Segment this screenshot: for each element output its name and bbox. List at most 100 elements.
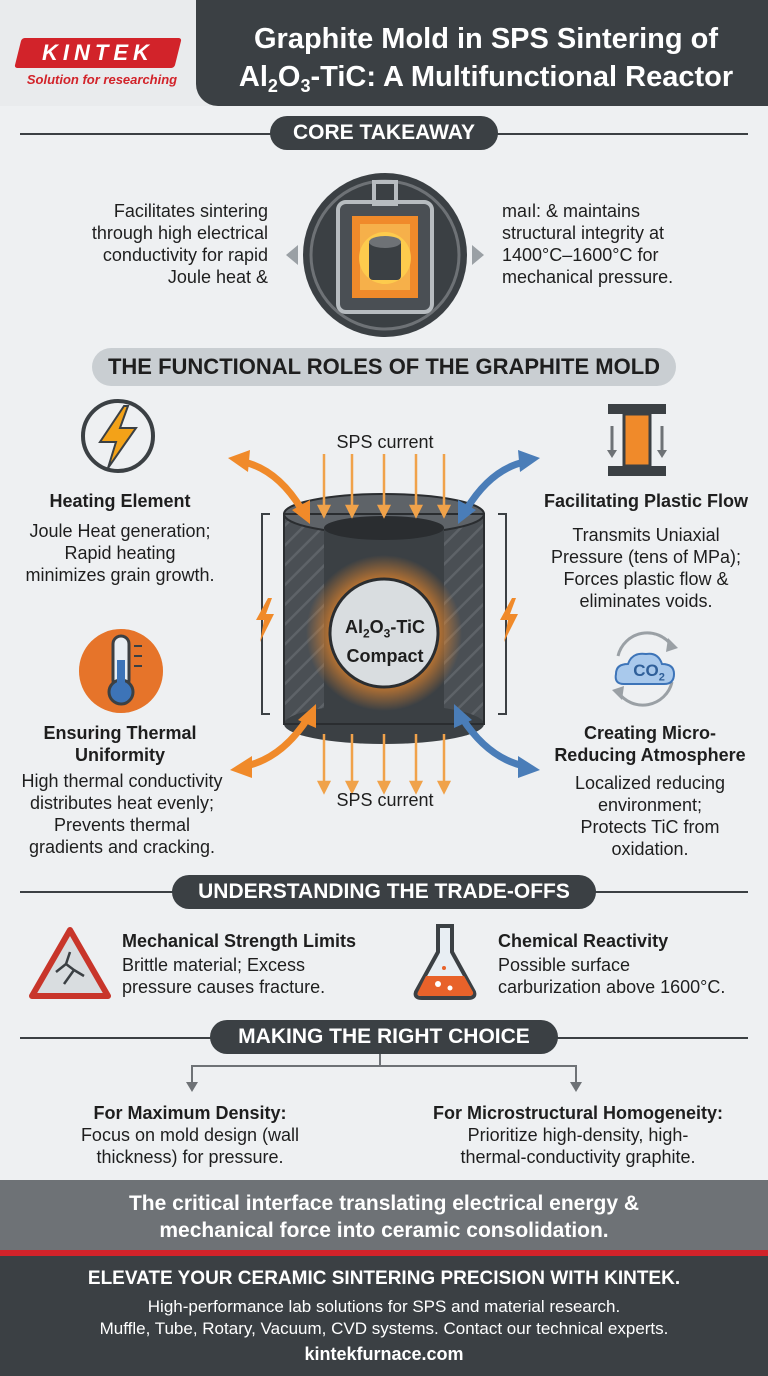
thermal-title-line: Ensuring Thermal	[43, 723, 197, 743]
core-right-line: maıl: & maintains	[502, 201, 641, 221]
thermal-line: distributes heat evenly;	[29, 793, 215, 813]
core-left-line: Facilitates sintering	[113, 201, 268, 221]
plastic-line: Forces plastic flow &	[563, 569, 729, 589]
micro-line: Protects TiC from	[580, 817, 720, 837]
core-mold-diagram	[286, 173, 484, 337]
micro-line: Localized reducing	[574, 773, 726, 793]
plastic-line: Pressure (tens of MPa);	[550, 547, 742, 567]
core-right-line: mechanical pressure.	[502, 267, 674, 287]
compact-tic: -TiC	[390, 617, 426, 637]
core-left-line: through high electrical	[91, 223, 268, 243]
plastic-line: Transmits Uniaxial	[572, 525, 720, 545]
title-o: O	[277, 61, 301, 93]
mech-line: pressure causes fracture.	[122, 977, 326, 997]
arrow-bottom-left-icon	[230, 704, 316, 778]
thermal-text: High thermal conductivity distributes he…	[10, 770, 234, 858]
plastic-title: Facilitating Plastic Flow	[543, 491, 749, 511]
micro-title-line: Reducing Atmosphere	[554, 745, 746, 765]
chem-line: carburization above 1600°C.	[498, 977, 726, 997]
compact-label: Al2O3-TiC Compact	[330, 616, 440, 667]
compact-formula: Al2O3-TiC	[330, 616, 440, 645]
heating-line: minimizes grain growth.	[25, 565, 215, 585]
compact-o: O	[369, 617, 384, 637]
arrow-top-left-icon	[228, 450, 310, 524]
title-al: Al	[238, 61, 268, 93]
homogeneity-title: For Microstructural Homogeneity:	[432, 1103, 724, 1123]
core-left-line: conductivity for rapid	[102, 245, 268, 265]
sps-current-bottom: SPS current	[336, 790, 434, 810]
thermal-line: High thermal conductivity	[21, 771, 223, 791]
logo-tagline: Solution for researching	[26, 72, 178, 87]
homogeneity-line: thermal-conductivity graphite.	[460, 1147, 696, 1167]
homogeneity-line: Prioritize high-density, high-	[467, 1125, 689, 1145]
compact-sub-3: 3	[383, 626, 391, 641]
micro-title-line: Creating Micro-	[583, 723, 716, 743]
thermal-title-line: Uniformity	[75, 745, 165, 765]
density-title: For Maximum Density:	[93, 1103, 287, 1123]
thermal-line: gradients and cracking.	[28, 837, 216, 857]
co2-label: CO2	[629, 661, 669, 683]
compact-word: Compact	[346, 645, 424, 666]
plastic-line: eliminates voids.	[579, 591, 713, 611]
footer-line: Muffle, Tube, Rotary, Vacuum, CVD system…	[99, 1319, 669, 1338]
heating-title: Heating Element	[49, 491, 191, 511]
compact-al: Al	[344, 617, 363, 637]
summary-text: The critical interface translating elect…	[0, 1190, 768, 1244]
core-right-text: maıl: & maintains structural integrity a…	[502, 200, 752, 288]
chem-text: Possible surface carburization above 160…	[498, 954, 758, 998]
micro-line: oxidation.	[611, 839, 689, 859]
footer	[0, 1256, 768, 1376]
thermal-line: Prevents thermal	[53, 815, 191, 835]
heating-line: Joule Heat generation;	[29, 521, 211, 541]
section-tradeoffs: UNDERSTANDING THE TRADE-OFFS	[172, 875, 596, 909]
footer-url-link[interactable]: kintekfurnace.com	[304, 1344, 464, 1364]
summary-line: mechanical force into ceramic consolidat…	[159, 1219, 609, 1242]
co2-cloud-icon	[612, 631, 678, 707]
section-core-takeaway: CORE TAKEAWAY	[270, 116, 498, 150]
logo-text: KINTEK	[42, 40, 154, 65]
summary-band	[0, 1180, 768, 1252]
section-right-choice: MAKING THE RIGHT CHOICE	[210, 1020, 558, 1054]
footer-lines: High-performance lab solutions for SPS a…	[0, 1296, 768, 1340]
mech-text: Brittle material; Excess pressure causes…	[122, 954, 392, 998]
small-lightning-icon	[256, 598, 274, 642]
micro-line: environment;	[597, 795, 703, 815]
graphite-mold-diagram	[261, 454, 507, 795]
arrow-bottom-right-icon	[454, 704, 540, 778]
footer-cta: ELEVATE YOUR CERAMIC SINTERING PRECISION…	[87, 1268, 681, 1289]
sps-current-top: SPS current	[336, 432, 434, 452]
title-panel	[196, 0, 768, 106]
co2-text: CO	[633, 661, 659, 680]
red-divider	[0, 1250, 768, 1256]
arrow-top-right-icon	[458, 450, 540, 524]
chem-title: Chemical Reactivity	[498, 931, 669, 951]
page-title: Graphite Mold in SPS Sintering of Al2O3-…	[212, 20, 760, 99]
chem-line: Possible surface	[498, 955, 631, 975]
core-right-line: 1400°C–1600°C for	[502, 245, 659, 265]
heating-text: Joule Heat generation; Rapid heating min…	[14, 520, 226, 586]
micro-title: Creating Micro- Reducing Atmosphere	[540, 722, 760, 766]
core-left-text: Facilitates sintering through high elect…	[20, 200, 268, 288]
title-rest: -TiC: A Multifunctional Reactor	[310, 61, 734, 93]
section-functional-roles: THE FUNCTIONAL ROLES OF THE GRAPHITE MOL…	[92, 348, 676, 386]
plastic-text: Transmits Uniaxial Pressure (tens of MPa…	[540, 524, 752, 612]
micro-text: Localized reducing environment; Protects…	[540, 772, 760, 860]
thermometer-icon	[79, 629, 163, 713]
title-line-1: Graphite Mold in SPS Sintering of	[253, 23, 718, 55]
heating-line: Rapid heating	[64, 543, 176, 563]
lightning-icon	[81, 399, 155, 473]
title-sub-2: 2	[267, 76, 278, 96]
title-sub-3: 3	[300, 76, 311, 96]
title-line-2: Al2O3-TiC: A Multifunctional Reactor	[212, 58, 760, 99]
press-icon	[607, 404, 667, 476]
mech-title: Mechanical Strength Limits	[122, 931, 357, 951]
thermal-title: Ensuring Thermal Uniformity	[20, 722, 220, 766]
footer-line: High-performance lab solutions for SPS a…	[147, 1297, 621, 1316]
compact-sub-2: 2	[362, 626, 370, 641]
density-line: Focus on mold design (wall	[80, 1125, 300, 1145]
mech-line: Brittle material; Excess	[122, 955, 306, 975]
summary-line: The critical interface translating elect…	[128, 1192, 640, 1215]
choice-connector	[186, 1054, 582, 1092]
small-lightning-icon	[500, 598, 518, 642]
core-left-line: Joule heat &	[167, 267, 268, 287]
